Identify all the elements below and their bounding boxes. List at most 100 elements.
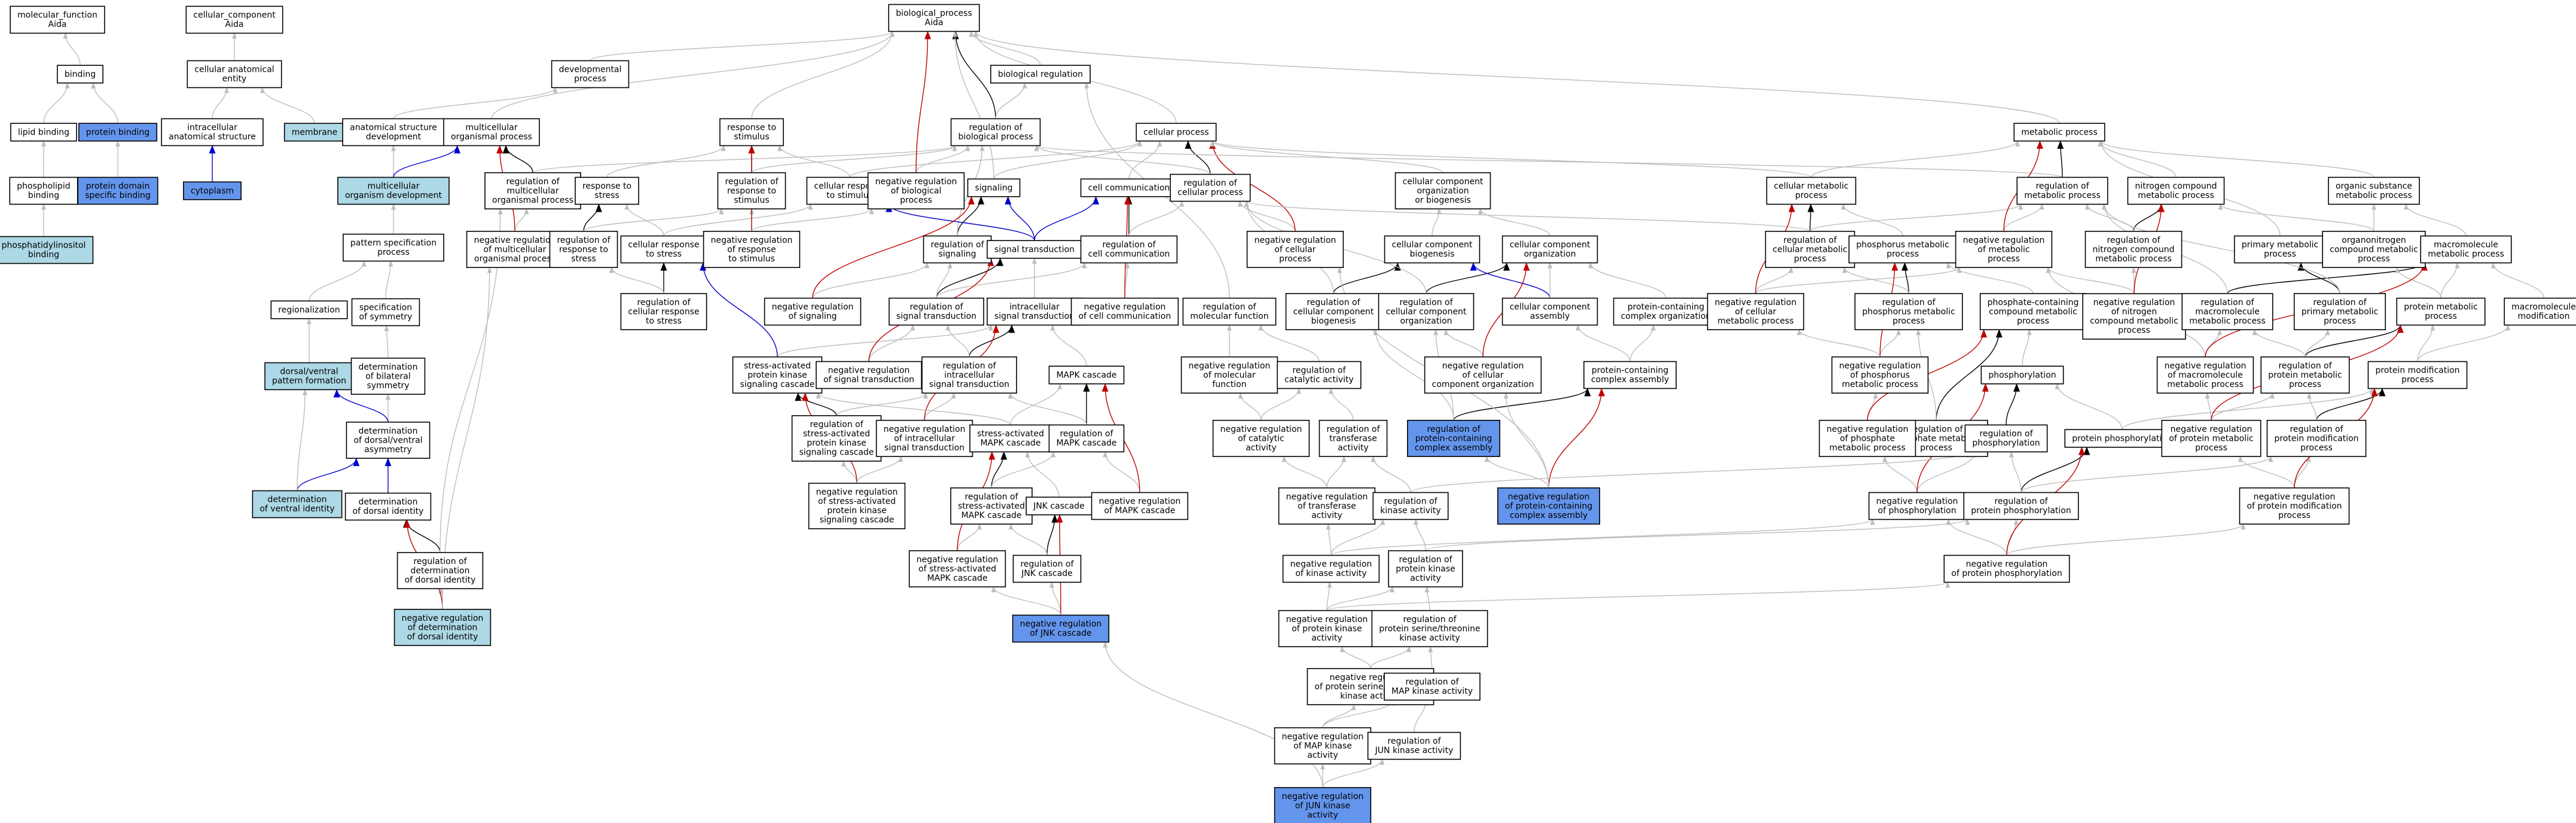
node-binding[interactable]: binding	[57, 65, 103, 84]
node-protphos[interactable]: protein phosphorylation	[2064, 429, 2180, 448]
node-cellproc[interactable]: cellular process	[1136, 123, 1217, 142]
node-cellcomm[interactable]: cell communication	[1080, 178, 1178, 197]
node-metproc[interactable]: metabolic process	[2013, 123, 2105, 142]
node-biolreg[interactable]: biological regulation	[990, 65, 1091, 84]
node-cytoplasm[interactable]: cytoplasm	[183, 181, 242, 200]
node-signaling[interactable]: signaling	[967, 178, 1021, 197]
node-membrane[interactable]: membrane	[283, 123, 346, 142]
node-jnk[interactable]: JNK cascade	[1025, 496, 1092, 516]
node-regionalization[interactable]: regionalization	[270, 300, 348, 319]
node-mapk[interactable]: MAPK cascade	[1048, 365, 1125, 385]
node-protb[interactable]: protein binding	[78, 123, 158, 142]
node-phosphorylation[interactable]: phosphorylation	[1980, 365, 2064, 385]
node-st[interactable]: signal transduction	[987, 240, 1082, 259]
